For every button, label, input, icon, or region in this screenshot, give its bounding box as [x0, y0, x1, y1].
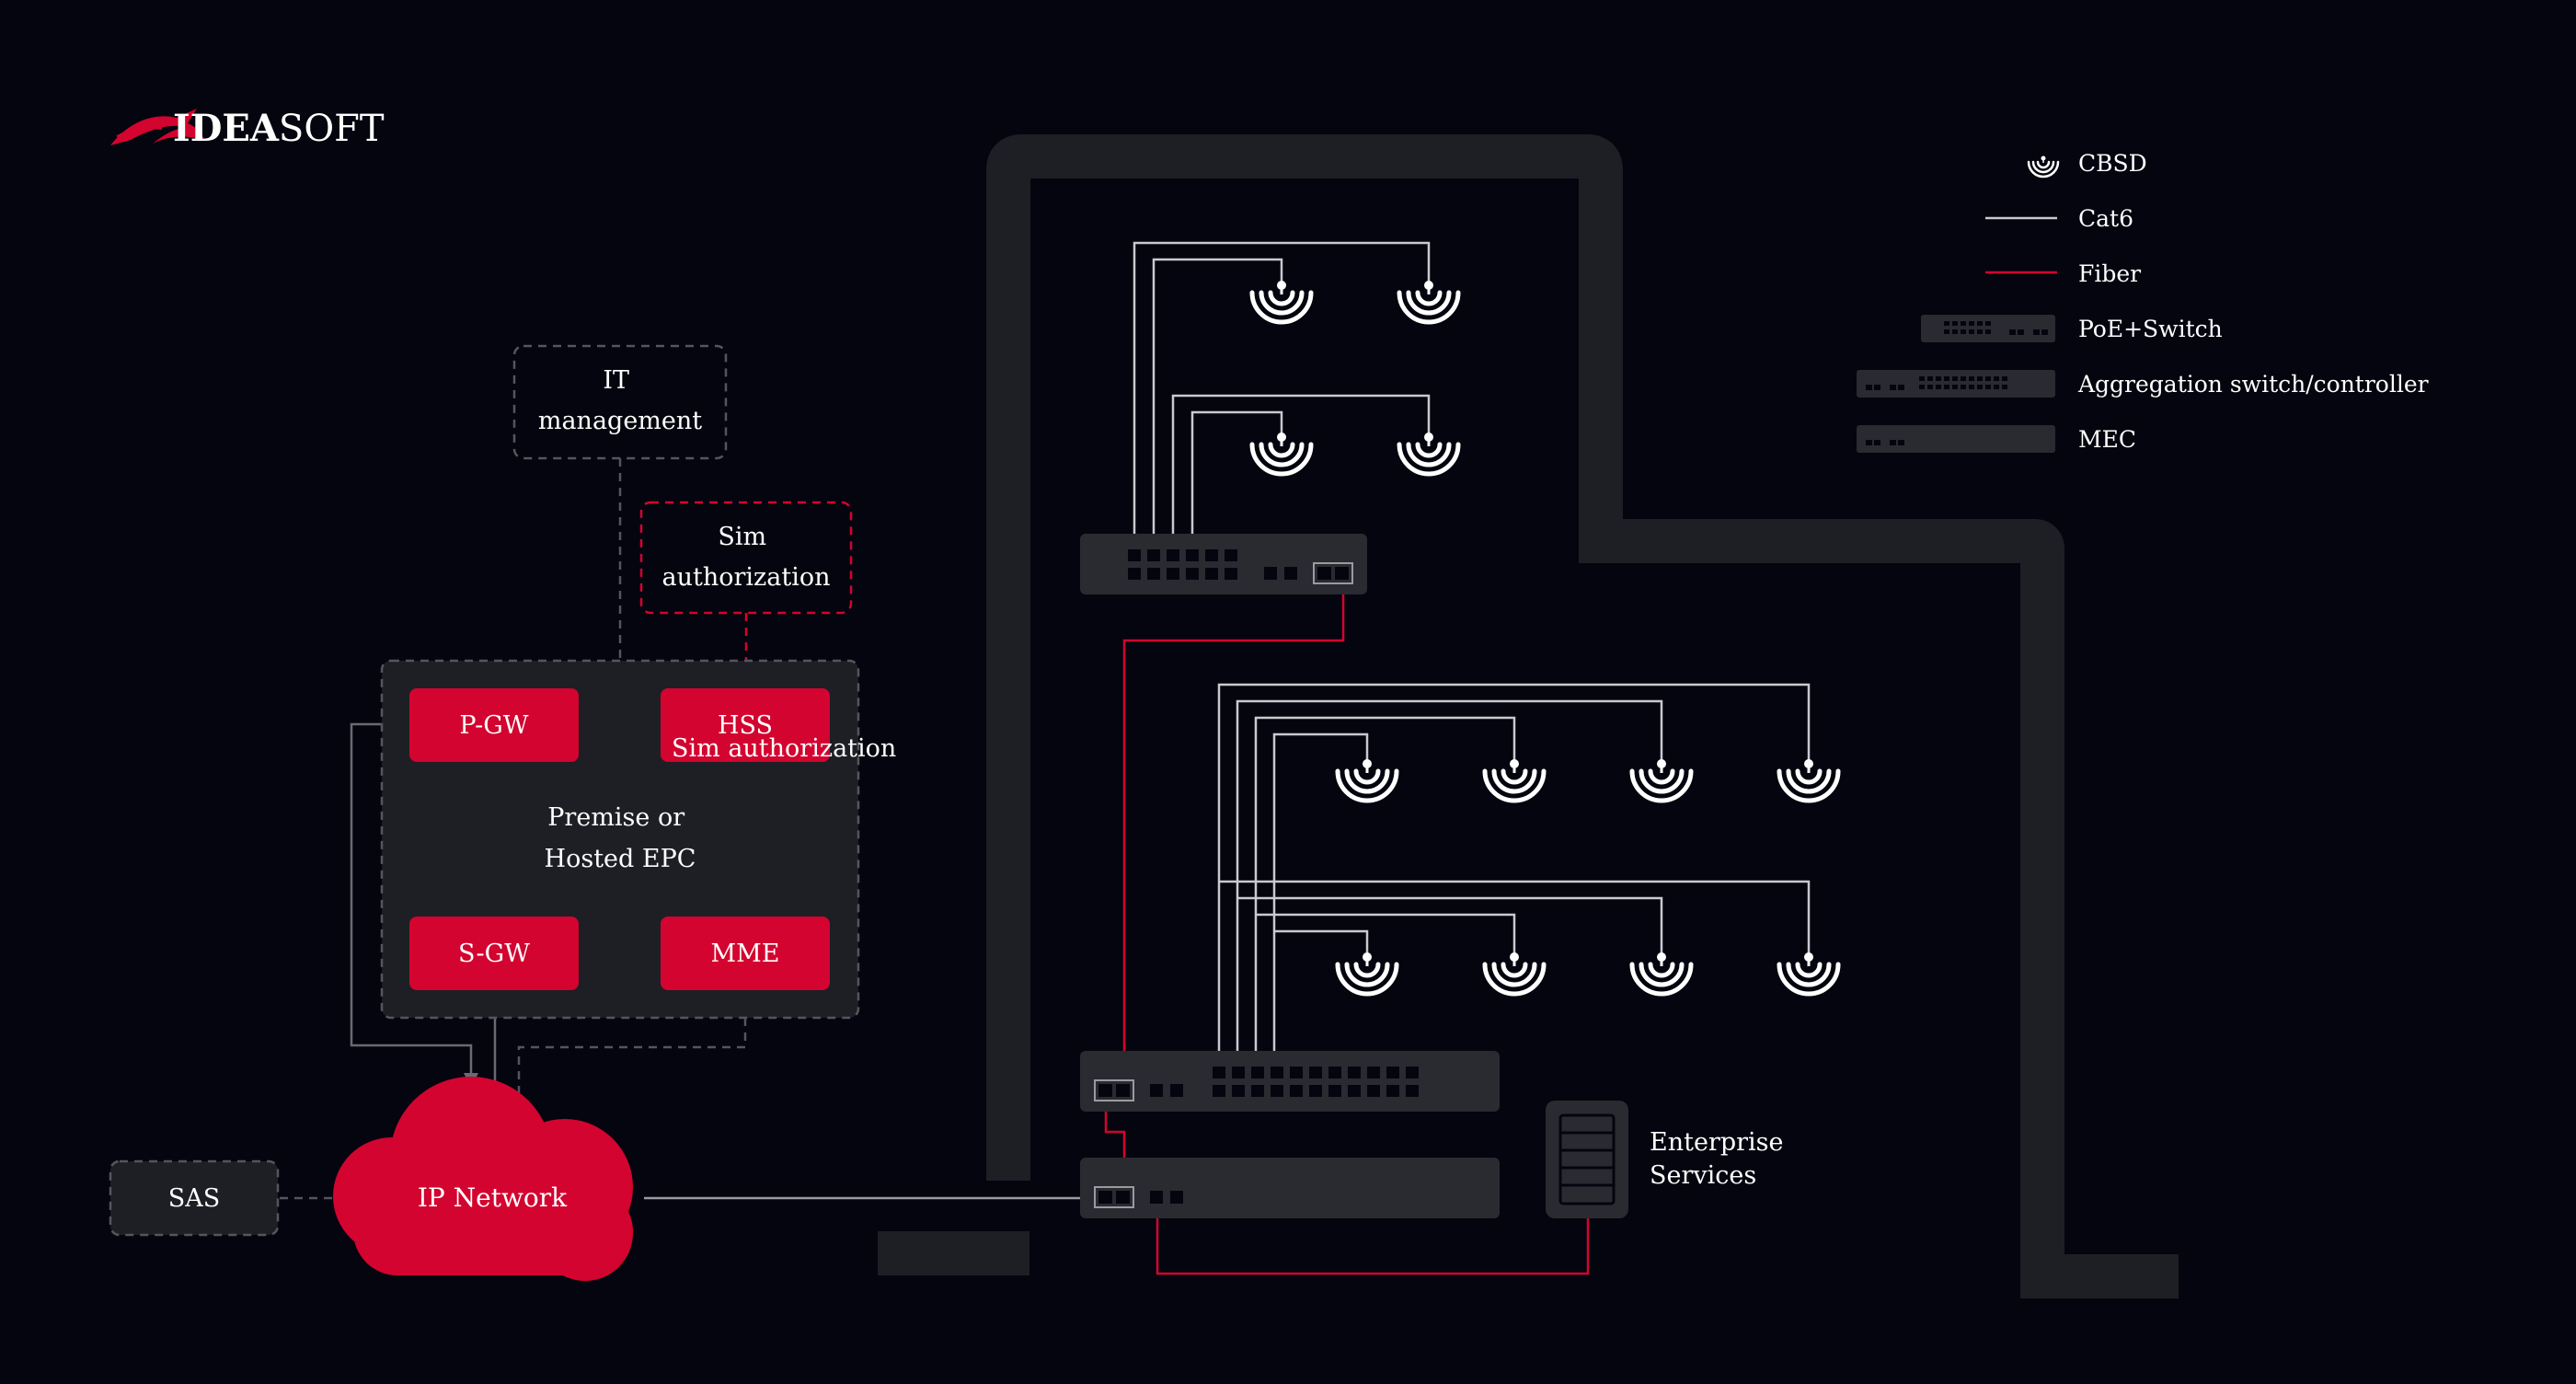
logo-text-light: SOFT — [279, 108, 385, 150]
sgw-label: S-GW — [458, 940, 530, 968]
legend-label-poe: PoE+Switch — [2078, 316, 2223, 342]
legend-cbsd-icon — [2027, 156, 2060, 179]
legend-label-fiber: Fiber — [2078, 260, 2141, 287]
it-management-label-1: IT — [603, 366, 629, 395]
legend: CBSD Cat6 Fiber PoE+Switch Aggregation s… — [1857, 150, 2436, 453]
cbsd-antenna-icon — [1482, 759, 1547, 803]
cbsd-antenna-icon — [1397, 432, 1461, 477]
svg-text:Sim authorization: Sim authorization — [662, 523, 831, 592]
cbsd-antenna-icon — [1249, 432, 1314, 477]
it-management-box — [512, 344, 728, 460]
cbsd-antenna-icon — [1777, 759, 1841, 803]
cbsd-antenna-icon — [1249, 281, 1314, 325]
cbsd-antennas — [1249, 281, 1841, 997]
hss-label: HSS — [718, 711, 773, 740]
svg-text:Premise or Hosted EPC: Premise or Hosted EPC — [545, 803, 696, 873]
cat6-cables-bottom — [1217, 683, 1811, 1077]
pgw-node — [409, 688, 579, 762]
cbsd-antenna-icon — [1397, 281, 1461, 325]
it-management-label-2: management — [538, 407, 702, 435]
svg-text:IT management: IT management — [538, 366, 702, 435]
legend-label-cbsd: CBSD — [2078, 150, 2147, 177]
svg-text:Enterprise Services: Enterprise Services — [1650, 1128, 1791, 1190]
cbsd-antenna-icon — [1629, 952, 1694, 997]
ip-network-label: IP Network — [418, 1182, 568, 1213]
sas-box — [109, 1159, 280, 1237]
enterprise-services-label-2: Services — [1650, 1161, 1756, 1190]
wall-foot-left — [878, 1231, 1029, 1275]
building-outline — [986, 134, 2064, 1291]
poe-switch-top — [1080, 534, 1367, 594]
legend-aggregation-icon — [1857, 370, 2055, 398]
aggregation-switch — [1080, 1051, 1500, 1112]
legend-poe-switch-icon — [1921, 315, 2055, 342]
cbsd-antenna-icon — [1629, 759, 1694, 803]
mec-unit — [1080, 1158, 1500, 1218]
legend-mec-icon — [1857, 425, 2055, 453]
mme-node — [661, 917, 830, 990]
ideasoft-logo: IDEASOFT — [110, 107, 385, 150]
wall-foot-right — [2020, 1254, 2179, 1298]
svg-text:IDEASOFT: IDEASOFT — [173, 107, 385, 150]
sim-authorization-label-1: Sim — [718, 523, 766, 551]
enterprise-server — [1546, 1101, 1628, 1218]
cbsd-antenna-icon — [1335, 759, 1399, 803]
mme-label: MME — [710, 940, 779, 968]
sas-label: SAS — [168, 1184, 221, 1213]
legend-label-cat6: Cat6 — [2078, 205, 2133, 232]
hss-node — [661, 688, 830, 762]
cbsd-antenna-icon — [1482, 952, 1547, 997]
cbsd-antenna-icon — [1777, 952, 1841, 997]
sim-authorization-label-2: authorization — [662, 563, 831, 592]
cbsd-antenna-icon — [1335, 952, 1399, 997]
epc-label-2: Hosted EPC — [545, 845, 696, 873]
hss-sublabel: Sim authorization — [672, 734, 896, 763]
legend-antenna-glyph — [2027, 156, 2060, 179]
pgw-label: P-GW — [459, 711, 528, 740]
cat6-cables-top — [1133, 241, 1431, 558]
enterprise-services-label-1: Enterprise — [1650, 1128, 1784, 1157]
legend-label-aggregation: Aggregation switch/controller — [2077, 371, 2429, 398]
sgw-node — [409, 917, 579, 990]
legend-label-mec: MEC — [2078, 426, 2136, 453]
logo-text-bold: IDEA — [173, 107, 280, 150]
sim-authorization-box — [639, 501, 853, 615]
ip-network-cloud — [333, 1077, 633, 1281]
svg-text:CBSD Cat6 Fiber: CBSD Cat6 Fiber PoE+Switch Aggregation s… — [2077, 150, 2436, 453]
epc-label-1: Premise or — [547, 803, 684, 832]
